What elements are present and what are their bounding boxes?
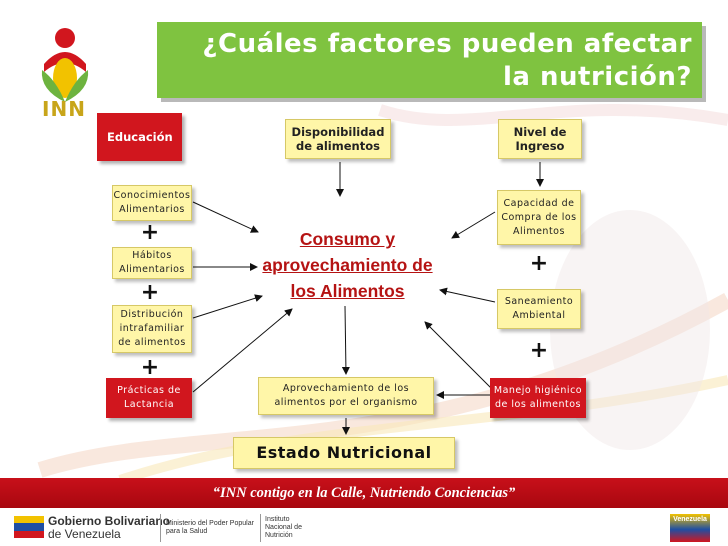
distribucion-box: Distribución intrafamiliar de alimentos [112, 305, 192, 353]
plus-sign: + [140, 355, 160, 380]
manejo-higienico-label: Manejo higiénico de los alimentos [493, 385, 583, 410]
estado-nutricional-box: Estado Nutricional [233, 437, 455, 469]
aprovechamiento-box: Aprovechamiento de los alimentos por el … [258, 377, 434, 415]
capacidad-compra-box: Capacidad de Compra de los Alimentos [497, 190, 581, 245]
title-banner: ¿Cuáles factores pueden afectar la nutri… [157, 22, 702, 98]
distribucion-label: Distribución intrafamiliar de alimentos [118, 309, 186, 348]
footer-divider [260, 514, 261, 542]
ministerio-label: Ministerio del Poder Popular para la Sal… [166, 520, 254, 535]
nivel-ingreso-label: Nivel de Ingreso [513, 125, 567, 153]
plus-sign: + [140, 220, 160, 245]
aprovechamiento-label: Aprovechamiento de los alimentos por el … [274, 383, 418, 408]
logo-text: INN [42, 97, 86, 121]
capacidad-compra-label: Capacidad de Compra de los Alimentos [501, 197, 577, 237]
plus-sign: + [140, 280, 160, 305]
habitos-box: Hábitos Alimentarios [112, 247, 192, 279]
educacion-box: Educación [97, 113, 182, 161]
right-badge-label: Venezuela [673, 516, 707, 523]
footer: Gobierno Bolivariano de Venezuela Minist… [0, 508, 728, 546]
slogan-text: “INN contigo en la Calle, Nutriendo Conc… [212, 485, 516, 501]
footer-divider [160, 514, 161, 542]
conocimientos-box: Conocimientos Alimentarios [112, 185, 192, 221]
habitos-label: Hábitos Alimentarios [119, 250, 185, 275]
gobierno-line1: Gobierno Bolivariano [48, 514, 171, 528]
manejo-higienico-box: Manejo higiénico de los alimentos [490, 378, 586, 418]
disponibilidad-box: Disponibilidad de alimentos [285, 119, 391, 159]
background-swirl [37, 104, 728, 480]
saneamiento-label: Saneamiento Ambiental [504, 296, 574, 321]
conocimientos-label: Conocimientos Alimentarios [113, 190, 191, 215]
lactancia-label: Prácticas de Lactancia [117, 385, 181, 410]
lactancia-box: Prácticas de Lactancia [106, 378, 192, 418]
right-badge: Venezuela [670, 514, 710, 542]
consumo-aprovechamiento-title: Consumo y aprovechamiento de los Aliment… [262, 229, 433, 301]
nivel-ingreso-box: Nivel de Ingreso [498, 119, 582, 159]
plus-sign: + [529, 251, 549, 276]
venezuela-flag-icon [14, 516, 44, 538]
inn-logo-icon [41, 28, 89, 102]
instituto-label: Instituto Nacional de Nutrición [265, 516, 302, 539]
slogan-banner: “INN contigo en la Calle, Nutriendo Conc… [0, 478, 728, 508]
educacion-label: Educación [107, 130, 173, 144]
saneamiento-box: Saneamiento Ambiental [497, 289, 581, 329]
plus-sign: + [529, 338, 549, 363]
gobierno-line2: de Venezuela [48, 527, 121, 541]
disponibilidad-label: Disponibilidad de alimentos [291, 125, 385, 153]
page-title: ¿Cuáles factores pueden afectar la nutri… [202, 29, 692, 92]
